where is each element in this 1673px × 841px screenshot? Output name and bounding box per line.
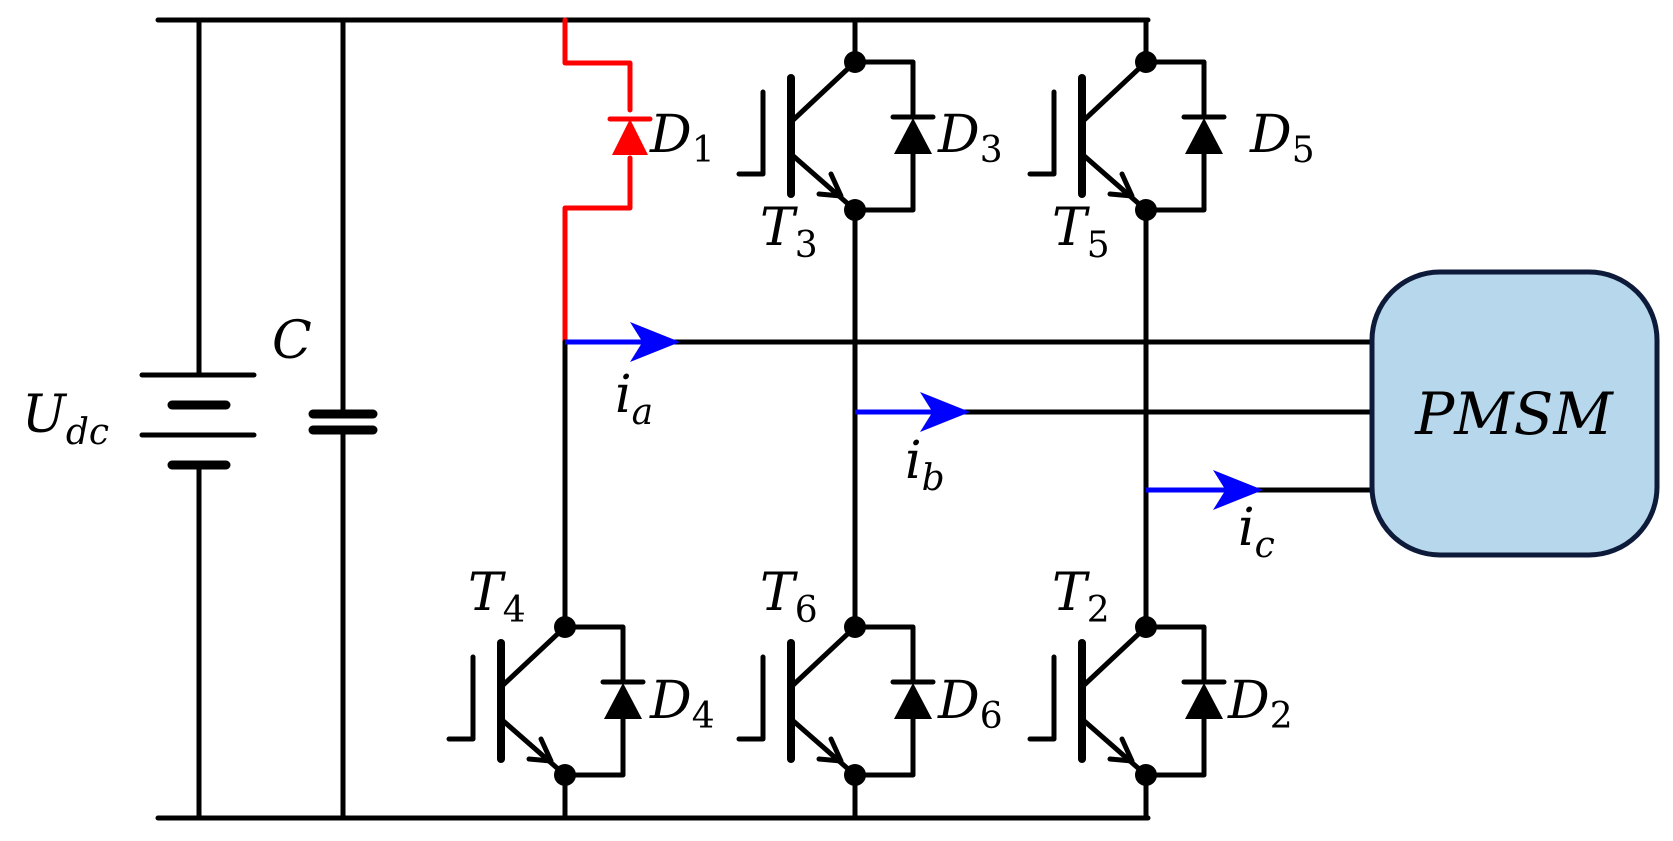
output-lines xyxy=(562,339,1375,493)
motor-label: PMSM xyxy=(1414,380,1614,448)
transistor-label-t6: T6 xyxy=(760,563,818,631)
switch-cell-t3: T3 D3 xyxy=(736,51,1003,266)
diode-label-d3: D3 xyxy=(937,105,1003,171)
igbt-t6-symbol xyxy=(736,616,866,786)
transistor-label-t2: T2 xyxy=(1052,563,1110,631)
igbt-t3-symbol xyxy=(736,51,866,221)
igbt-t2-symbol xyxy=(1027,616,1157,786)
dc-bus-rails xyxy=(155,17,1151,821)
diode-d3-symbol xyxy=(852,59,936,213)
phase-current-arrows xyxy=(565,322,1263,510)
diode-d6-symbol xyxy=(852,624,936,778)
source-label: Udc xyxy=(22,385,109,453)
diode-d5-symbol xyxy=(1143,59,1227,213)
diode-d2-symbol xyxy=(1143,624,1227,778)
diode-label-d5: D5 xyxy=(1249,105,1315,171)
dc-source: Udc xyxy=(22,17,257,821)
current-label-ib: ib xyxy=(905,431,945,499)
diode-d4-symbol xyxy=(562,624,646,778)
phase-a-leg xyxy=(562,17,653,627)
igbt-t4-symbol xyxy=(446,616,576,786)
dc-link-capacitor: C xyxy=(272,17,378,821)
transistor-label-t3: T3 xyxy=(760,198,818,266)
igbt-t5-symbol xyxy=(1027,51,1157,221)
diode-label-d1: D1 xyxy=(649,105,715,171)
current-label-ic: ic xyxy=(1238,498,1275,566)
current-label-ia: ia xyxy=(615,365,653,433)
transistor-label-t4: T4 xyxy=(468,563,526,631)
capacitor-label: C xyxy=(272,311,312,371)
pmsm-motor: PMSM xyxy=(1369,269,1660,558)
diode-label-d6: D6 xyxy=(937,671,1003,737)
switch-cell-t5: T5 D5 xyxy=(1027,51,1315,266)
diode-label-d4: D4 xyxy=(649,671,715,737)
motor-box xyxy=(1369,269,1660,558)
diode-d1-symbol xyxy=(612,119,648,155)
diode-label-d2: D2 xyxy=(1227,671,1293,737)
transistor-label-t5: T5 xyxy=(1052,198,1110,266)
